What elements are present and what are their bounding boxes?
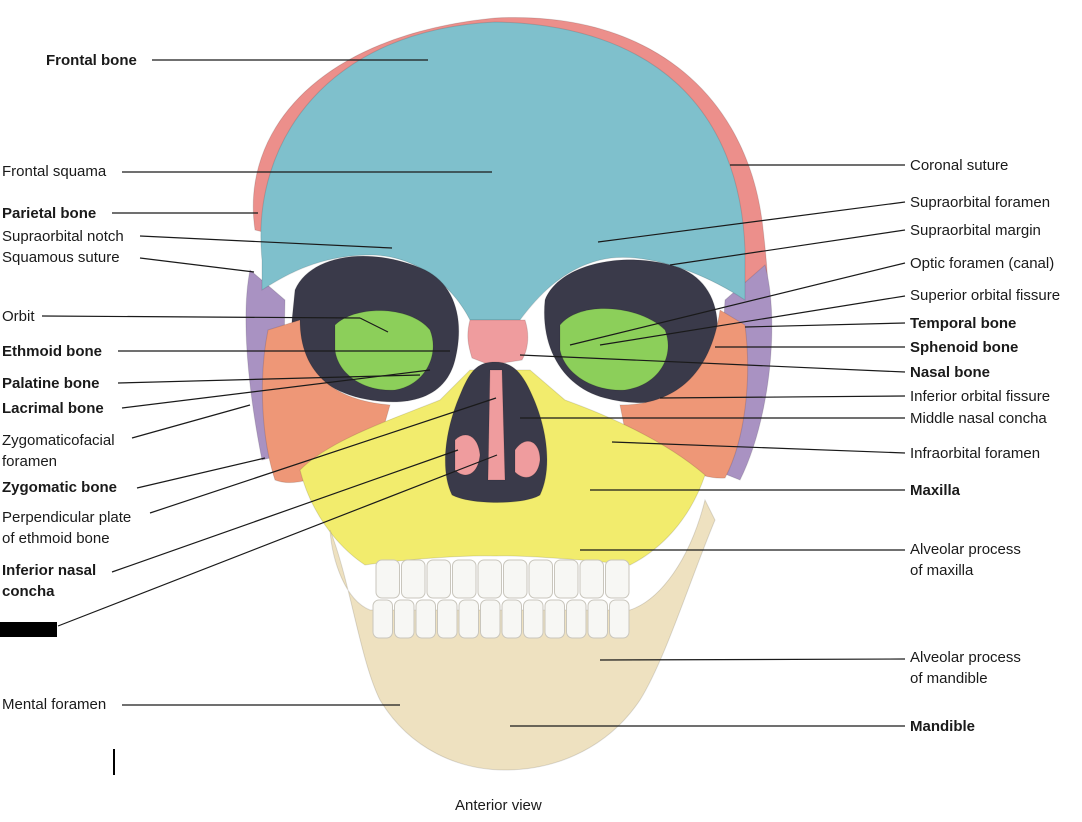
label-maxilla: Maxilla (910, 482, 961, 499)
label-alveolar-maxilla-line2: of maxilla (910, 562, 974, 579)
tooth (605, 559, 630, 599)
label-mandible: Mandible (910, 718, 976, 735)
label-squamous-suture: Squamous suture (2, 249, 120, 266)
tooth (415, 599, 436, 639)
text-cursor (113, 749, 115, 775)
label-coronal-suture: Coronal suture (910, 157, 1009, 174)
sphenoid-right-shape (559, 308, 669, 391)
tooth (452, 559, 477, 599)
label-infraorbital-foramen: Infraorbital foramen (910, 445, 1041, 462)
label-zygomaticofacial-line1: Zygomaticofacial (2, 432, 115, 449)
leader-line (111, 449, 459, 573)
tooth (523, 599, 544, 639)
nasal-bone-shape (467, 319, 529, 366)
label-orbit: Orbit (2, 308, 35, 325)
label-optic-foramen: Optic foramen (canal) (910, 255, 1055, 272)
label-zygomaticofacial-foramen: Zygomaticofacial foramen (2, 430, 115, 472)
inferior-nasal-concha-left (454, 434, 481, 476)
leader-line (599, 295, 906, 346)
leader-line (569, 262, 906, 346)
inferior-nasal-concha-right (514, 440, 541, 478)
leader-line (744, 322, 906, 328)
tooth (554, 559, 579, 599)
leader-line (131, 404, 251, 439)
label-inferior-nasal-concha: Inferior nasal concha (2, 560, 96, 602)
figure-caption: Anterior view (455, 797, 542, 814)
tooth (528, 559, 553, 599)
label-parietal-bone: Parietal bone (2, 205, 97, 222)
leader-line (597, 201, 906, 243)
label-frontal-squama: Frontal squama (2, 163, 107, 180)
label-alveolar-maxilla: Alveolar process of maxilla (910, 539, 1021, 581)
tooth (372, 599, 393, 639)
tooth (426, 559, 451, 599)
mandible-shape (329, 498, 716, 771)
leader-line (121, 369, 431, 409)
label-ethmoid-bone: Ethmoid bone (2, 343, 102, 360)
label-palatine-bone: Palatine bone (2, 375, 100, 392)
tooth (544, 599, 565, 639)
label-alveolar-mandible-line2: of mandible (910, 670, 988, 687)
leader-line (149, 397, 497, 514)
label-inferior-orbital-fissure: Inferior orbital fissure (910, 388, 1051, 405)
label-alveolar-mandible: Alveolar process of mandible (910, 647, 1021, 689)
leader-line (57, 454, 498, 627)
label-supraorbital-margin: Supraorbital margin (910, 222, 1041, 239)
tooth (503, 559, 528, 599)
label-inferior-nasal-line2: concha (2, 583, 55, 600)
tooth (579, 559, 604, 599)
label-zygomatic-bone: Zygomatic bone (2, 479, 118, 496)
tooth (458, 599, 479, 639)
label-perpendicular-plate: Perpendicular plate of ethmoid bone (2, 507, 131, 549)
leader-line (519, 354, 906, 373)
label-alveolar-maxilla-line1: Alveolar process (910, 541, 1021, 558)
leader-line (669, 229, 906, 266)
tooth (609, 599, 630, 639)
tooth (477, 559, 502, 599)
label-inferior-nasal-line1: Inferior nasal (2, 562, 97, 579)
label-middle-nasal-concha: Middle nasal concha (910, 410, 1047, 427)
label-mental-foramen: Mental foramen (2, 696, 107, 713)
leader-line (136, 457, 266, 489)
label-frontal-bone: Frontal bone (46, 52, 137, 69)
leader-line (359, 317, 389, 333)
tooth (566, 599, 587, 639)
tooth (480, 599, 501, 639)
leader-line (659, 395, 906, 399)
teeth-group (372, 559, 630, 639)
redacted-label-box (0, 622, 57, 637)
label-supraorbital-foramen: Supraorbital foramen (910, 194, 1051, 211)
leader-lines (41, 59, 906, 727)
perpendicular-plate-shape (487, 369, 506, 481)
frontal-bone-shape (260, 21, 746, 321)
label-superior-orbital-fissure: Superior orbital fissure (910, 287, 1061, 304)
leader-line (139, 235, 393, 249)
label-nasal-bone: Nasal bone (910, 364, 991, 381)
tooth (587, 599, 608, 639)
leader-line (611, 441, 906, 454)
label-temporal-bone: Temporal bone (910, 315, 1017, 332)
label-alveolar-mandible-line1: Alveolar process (910, 649, 1021, 666)
tooth (394, 599, 415, 639)
tooth (375, 559, 400, 599)
label-lacrimal-bone: Lacrimal bone (2, 400, 104, 417)
leader-line (117, 374, 421, 384)
label-perpendicular-line1: Perpendicular plate (2, 509, 132, 526)
tooth (501, 599, 522, 639)
label-perpendicular-line2: of ethmoid bone (2, 530, 110, 547)
tooth (437, 599, 458, 639)
leader-line (139, 257, 255, 273)
label-zygomaticofacial-line2: foramen (2, 453, 58, 470)
label-sphenoid-bone: Sphenoid bone (910, 339, 1019, 356)
leader-line (599, 658, 906, 661)
leader-line (41, 315, 361, 319)
label-supraorbital-notch: Supraorbital notch (2, 228, 124, 245)
tooth (401, 559, 426, 599)
